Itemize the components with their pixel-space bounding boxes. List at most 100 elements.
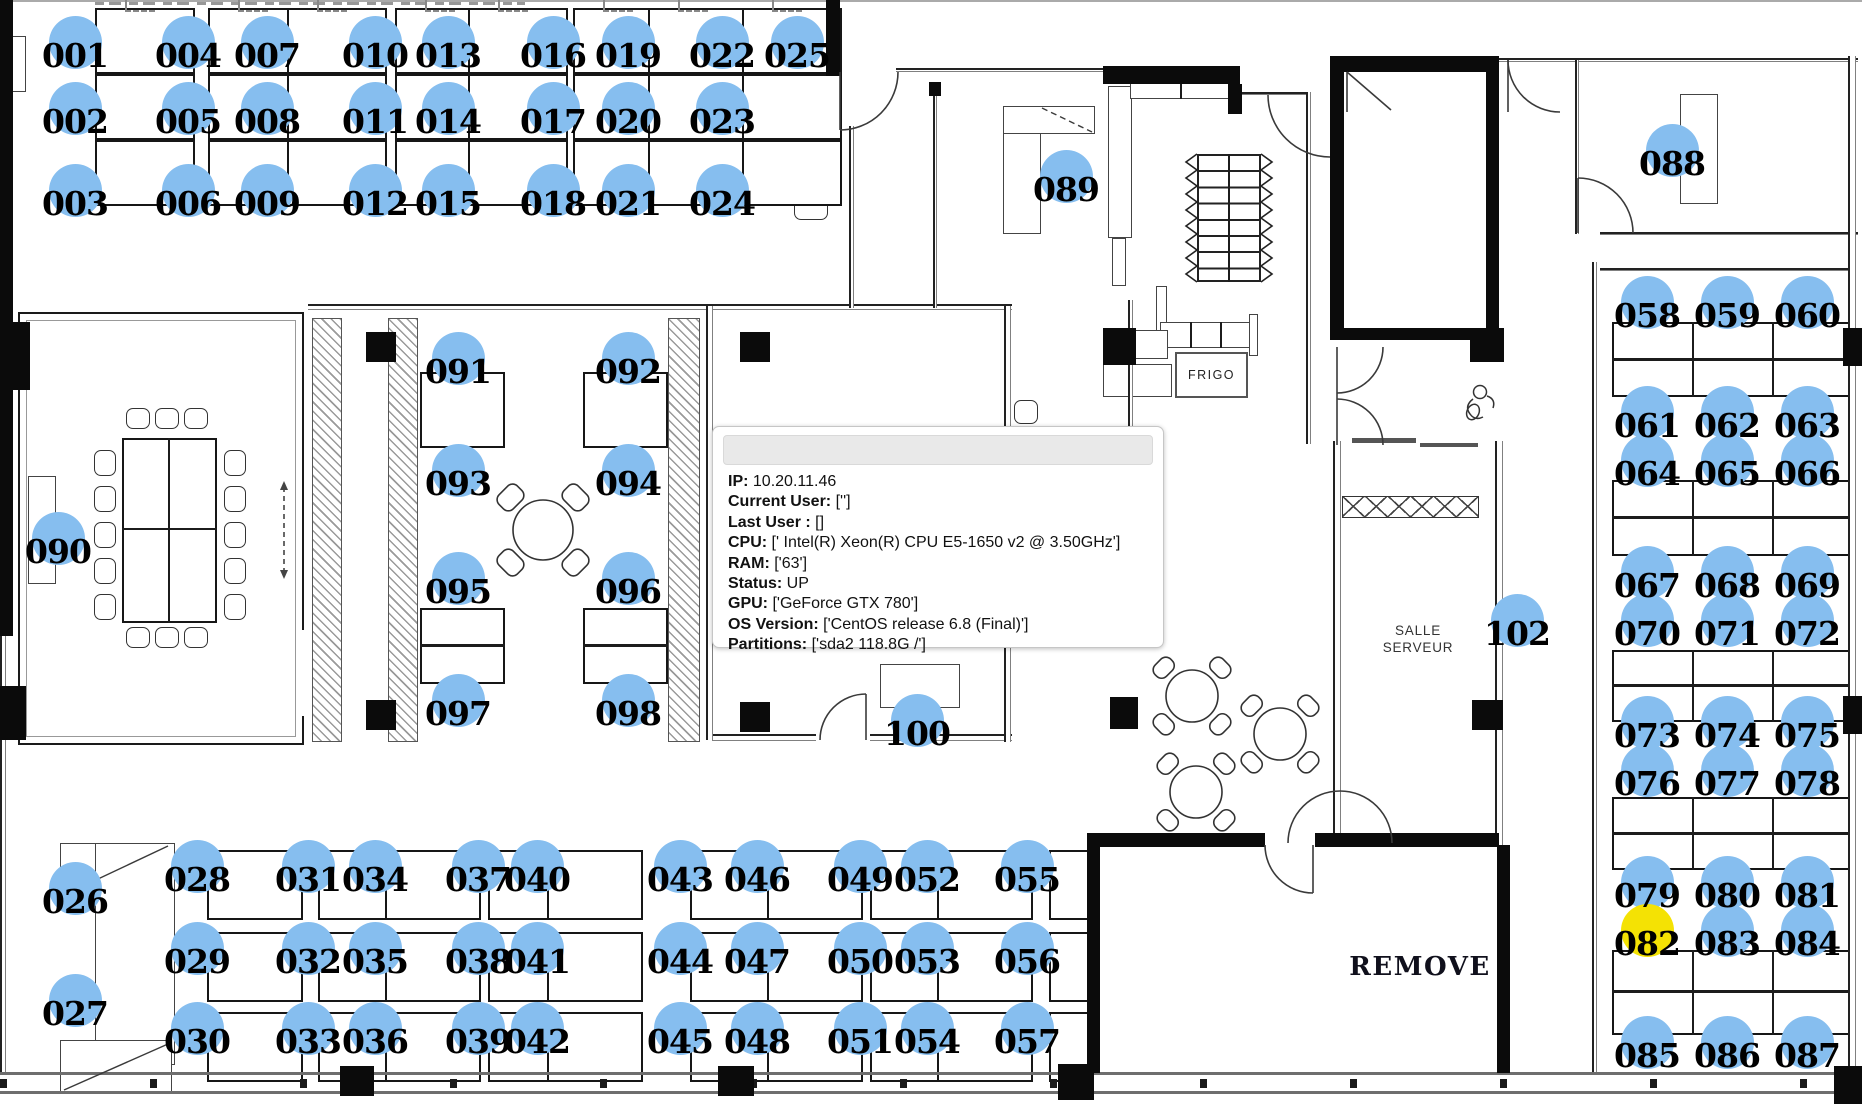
- seat-circle[interactable]: [730, 839, 784, 893]
- seat-number[interactable]: 067: [1614, 566, 1681, 605]
- seat-circle[interactable]: [48, 973, 102, 1027]
- seat-number[interactable]: 086: [1694, 1036, 1761, 1075]
- seat-number[interactable]: 014: [415, 102, 482, 141]
- seat-circle[interactable]: [1780, 545, 1834, 599]
- seat-number[interactable]: 015: [415, 184, 482, 223]
- seat-circle[interactable]: [526, 81, 580, 135]
- seat-number[interactable]: 005: [155, 102, 222, 141]
- seat-circle[interactable]: [170, 921, 224, 975]
- seat-number[interactable]: 075: [1774, 716, 1841, 755]
- seat-number[interactable]: 053: [894, 942, 961, 981]
- seat-circle[interactable]: [601, 331, 655, 385]
- seat-number[interactable]: 023: [689, 102, 756, 141]
- seat-number[interactable]: 085: [1614, 1036, 1681, 1075]
- seat-circle[interactable]: [1700, 433, 1754, 487]
- seat-number[interactable]: 092: [595, 352, 662, 391]
- seat-circle[interactable]: [1700, 545, 1754, 599]
- seat-circle[interactable]: [653, 1001, 707, 1055]
- seat-number[interactable]: 088: [1639, 144, 1706, 183]
- seat-circle[interactable]: [161, 163, 215, 217]
- seat-circle[interactable]: [1620, 1015, 1674, 1069]
- seat-circle[interactable]: [348, 81, 402, 135]
- seat-number[interactable]: 037: [445, 860, 512, 899]
- seat-number[interactable]: 027: [42, 994, 109, 1033]
- seat-number[interactable]: 089: [1033, 170, 1100, 209]
- seat-circle[interactable]: [1780, 743, 1834, 797]
- seat-number[interactable]: 098: [595, 694, 662, 733]
- seat-circle[interactable]: [510, 921, 564, 975]
- seat-circle[interactable]: [510, 839, 564, 893]
- seat-number[interactable]: 022: [689, 36, 756, 75]
- seat-number[interactable]: 038: [445, 942, 512, 981]
- seat-circle[interactable]: [348, 15, 402, 69]
- seat-circle[interactable]: [1700, 275, 1754, 329]
- seat-number[interactable]: 074: [1694, 716, 1761, 755]
- seat-number[interactable]: 081: [1774, 876, 1841, 915]
- seat-circle[interactable]: [1780, 593, 1834, 647]
- seat-number[interactable]: 080: [1694, 876, 1761, 915]
- seat-number[interactable]: 044: [647, 942, 714, 981]
- seat-number[interactable]: 100: [884, 714, 951, 753]
- seat-number[interactable]: 013: [415, 36, 482, 75]
- seat-circle[interactable]: [601, 443, 655, 497]
- seat-circle[interactable]: [833, 1001, 887, 1055]
- seat-circle[interactable]: [1700, 695, 1754, 749]
- seat-number[interactable]: 055: [994, 860, 1061, 899]
- seat-circle[interactable]: [421, 81, 475, 135]
- seat-number[interactable]: 063: [1774, 406, 1841, 445]
- seat-circle[interactable]: [1780, 275, 1834, 329]
- seat-number[interactable]: 001: [42, 36, 109, 75]
- seat-number[interactable]: 082: [1614, 924, 1681, 963]
- seat-number[interactable]: 045: [647, 1022, 714, 1061]
- seat-number[interactable]: 065: [1694, 454, 1761, 493]
- seat-number[interactable]: 020: [595, 102, 662, 141]
- seat-circle[interactable]: [526, 15, 580, 69]
- seat-circle[interactable]: [1039, 149, 1093, 203]
- seat-circle[interactable]: [1780, 695, 1834, 749]
- seat-circle[interactable]: [48, 163, 102, 217]
- seat-number[interactable]: 057: [994, 1022, 1061, 1061]
- seat-number[interactable]: 002: [42, 102, 109, 141]
- seat-circle[interactable]: [730, 921, 784, 975]
- seat-number[interactable]: 072: [1774, 614, 1841, 653]
- seat-number[interactable]: 042: [504, 1022, 571, 1061]
- seat-circle[interactable]: [601, 15, 655, 69]
- seat-circle[interactable]: [170, 1001, 224, 1055]
- seat-circle[interactable]: [900, 839, 954, 893]
- seat-number[interactable]: 095: [425, 572, 492, 611]
- seat-number[interactable]: 054: [894, 1022, 961, 1061]
- seat-circle[interactable]: [1620, 545, 1674, 599]
- seat-number[interactable]: 004: [155, 36, 222, 75]
- seat-number[interactable]: 008: [234, 102, 301, 141]
- seat-circle[interactable]: [1000, 839, 1054, 893]
- seat-number[interactable]: 064: [1614, 454, 1681, 493]
- seat-number[interactable]: 078: [1774, 764, 1841, 803]
- seat-number[interactable]: 025: [764, 36, 831, 75]
- seat-number[interactable]: 096: [595, 572, 662, 611]
- seat-number[interactable]: 017: [520, 102, 587, 141]
- seat-number[interactable]: 021: [595, 184, 662, 223]
- seat-circle[interactable]: [1620, 593, 1674, 647]
- seat-number[interactable]: 046: [724, 860, 791, 899]
- seat-number[interactable]: 003: [42, 184, 109, 223]
- seat-circle[interactable]: [833, 921, 887, 975]
- seat-number[interactable]: 010: [342, 36, 409, 75]
- seat-circle[interactable]: [170, 839, 224, 893]
- seat-number[interactable]: 041: [504, 942, 571, 981]
- seat-circle[interactable]: [1700, 903, 1754, 957]
- seat-number[interactable]: 061: [1614, 406, 1681, 445]
- seat-circle[interactable]: [1620, 385, 1674, 439]
- seat-number[interactable]: 009: [234, 184, 301, 223]
- seat-circle[interactable]: [161, 81, 215, 135]
- seat-circle[interactable]: [431, 551, 485, 605]
- seat-number[interactable]: 073: [1614, 716, 1681, 755]
- seat-number[interactable]: 059: [1694, 296, 1761, 335]
- seat-circle[interactable]: [240, 15, 294, 69]
- seat-number[interactable]: 030: [164, 1022, 231, 1061]
- seat-number[interactable]: 019: [595, 36, 662, 75]
- seat-circle[interactable]: [1000, 921, 1054, 975]
- seat-circle[interactable]: [695, 81, 749, 135]
- seat-circle[interactable]: [281, 1001, 335, 1055]
- seat-number[interactable]: 077: [1694, 764, 1761, 803]
- seat-number[interactable]: 040: [504, 860, 571, 899]
